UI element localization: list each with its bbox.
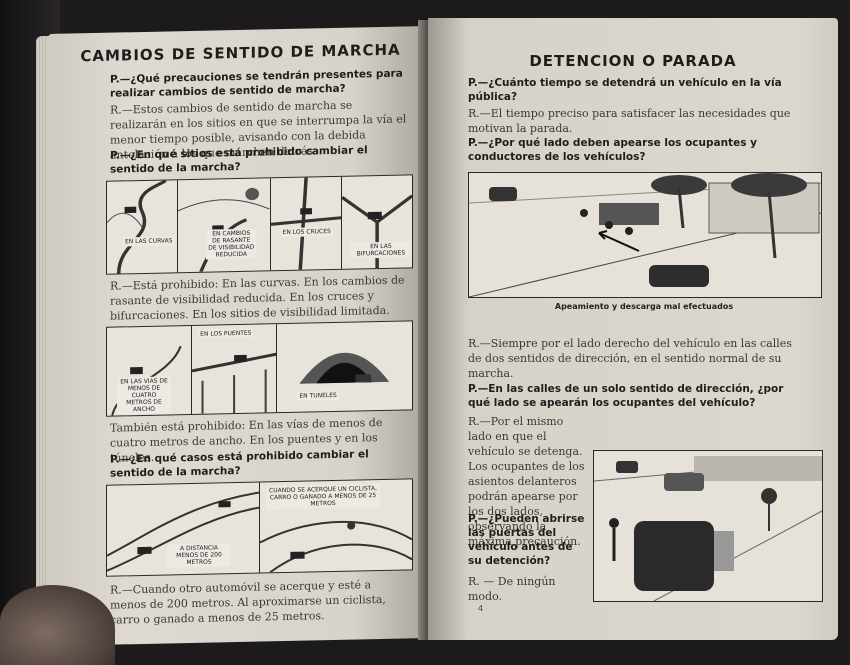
right-question-2: P.—¿Por qué lado deben apearse los ocupa… (468, 137, 757, 163)
fig1-label-3: EN LOS CRUCES (280, 227, 333, 238)
right-answer-3-text: R.—Por el mismo lado en que el vehículo … (468, 415, 585, 548)
right-answer-1: R.—El tiempo preciso para satisfacer las… (468, 107, 791, 135)
figure-caption: Apeamiento y descarga mal efectuados (554, 302, 734, 311)
page-edges (36, 36, 50, 636)
panel-cruces: EN LOS CRUCES (270, 176, 342, 271)
panel-curves: EN LAS CURVAS (107, 180, 179, 274)
figure-curves-crossings: EN LAS CURVAS EN CAMBIOS DE RASANTE DE V… (106, 174, 413, 275)
panel-car-distance: A DISTANCIA MENOS DE 200 METROS (107, 482, 260, 576)
panel-bifurcaciones: EN LAS BIFURCACIONES (341, 175, 412, 269)
figure-unloading (468, 172, 822, 298)
fig2-label-2: EN LOS PUENTES (198, 328, 254, 339)
panel-narrow-road: EN LAS VIAS DE MENOS DE CUATRO METROS DE… (107, 325, 193, 416)
figure-door-opening (593, 450, 823, 602)
right-answer-4: R. — De ningún modo. (468, 575, 556, 603)
right-question-4: P.—¿Pueden abrirse las puertas del vehíc… (468, 513, 585, 567)
right-question-1: P.—¿Cuánto tiempo se detendrá un vehícul… (468, 77, 782, 103)
left-answer-2: R.—Está prohibido: En las curvas. En los… (110, 273, 405, 323)
fig3-label-2: CUANDO SE ACERQUE UN CICLISTA, CARRO O G… (266, 484, 380, 510)
left-answer-4: R.—Cuando otro automóvil se acerque y es… (110, 578, 386, 627)
left-page-title: CAMBIOS DE SENTIDO DE MARCHA (80, 40, 401, 66)
fig2-label-3: EN TUNELES (297, 390, 339, 401)
panel-rasante: EN CAMBIOS DE RASANTE DE VISIBILIDAD RED… (178, 178, 271, 273)
panel-bridge: EN LOS PUENTES (192, 324, 278, 414)
fig3-label-1: A DISTANCIA MENOS DE 200 METROS (167, 543, 231, 568)
right-page-title: DETENCION O PARADA (529, 52, 737, 70)
figure-distance-cases: A DISTANCIA MENOS DE 200 METROS CUANDO S… (106, 478, 413, 577)
fig1-label-2: EN CAMBIOS DE RASANTE DE VISIBILIDAD RED… (206, 228, 257, 260)
right-page: DETENCION O PARADA P.—¿Cuánto tiempo se … (428, 18, 838, 640)
left-question-2: P.—¿En qué sitios está prohibido cambiar… (110, 144, 368, 176)
right-question-3: P.—En las calles de un solo sentido de d… (468, 383, 784, 409)
left-question-1: P.—¿Qué precauciones se tendrán presente… (110, 67, 403, 100)
panel-tunnel: EN TUNELES (277, 321, 412, 412)
figure-bridges-tunnels: EN LAS VIAS DE MENOS DE CUATRO METROS DE… (106, 320, 413, 417)
page-number: 4 (478, 604, 484, 613)
fig1-label-4: EN LAS BIFURCACIONES (349, 241, 412, 259)
fig2-label-1: EN LAS VIAS DE MENOS DE CUATRO METROS DE… (117, 376, 171, 415)
left-page: CAMBIOS DE SENTIDO DE MARCHA P.—¿Qué pre… (48, 26, 428, 646)
fig1-label-1: EN LAS CURVAS (123, 236, 175, 247)
panel-cyclist: CUANDO SE ACERQUE UN CICLISTA, CARRO O G… (260, 479, 412, 573)
hand-holding-book (0, 585, 115, 665)
left-question-3: P.—¿En qué casos está prohibido cambiar … (110, 448, 369, 480)
right-answer-2: R.—Siempre por el lado derecho del vehíc… (468, 337, 792, 380)
right-answer-3-intro: R.—Por el mismo lado en que el vehículo … (468, 414, 808, 549)
